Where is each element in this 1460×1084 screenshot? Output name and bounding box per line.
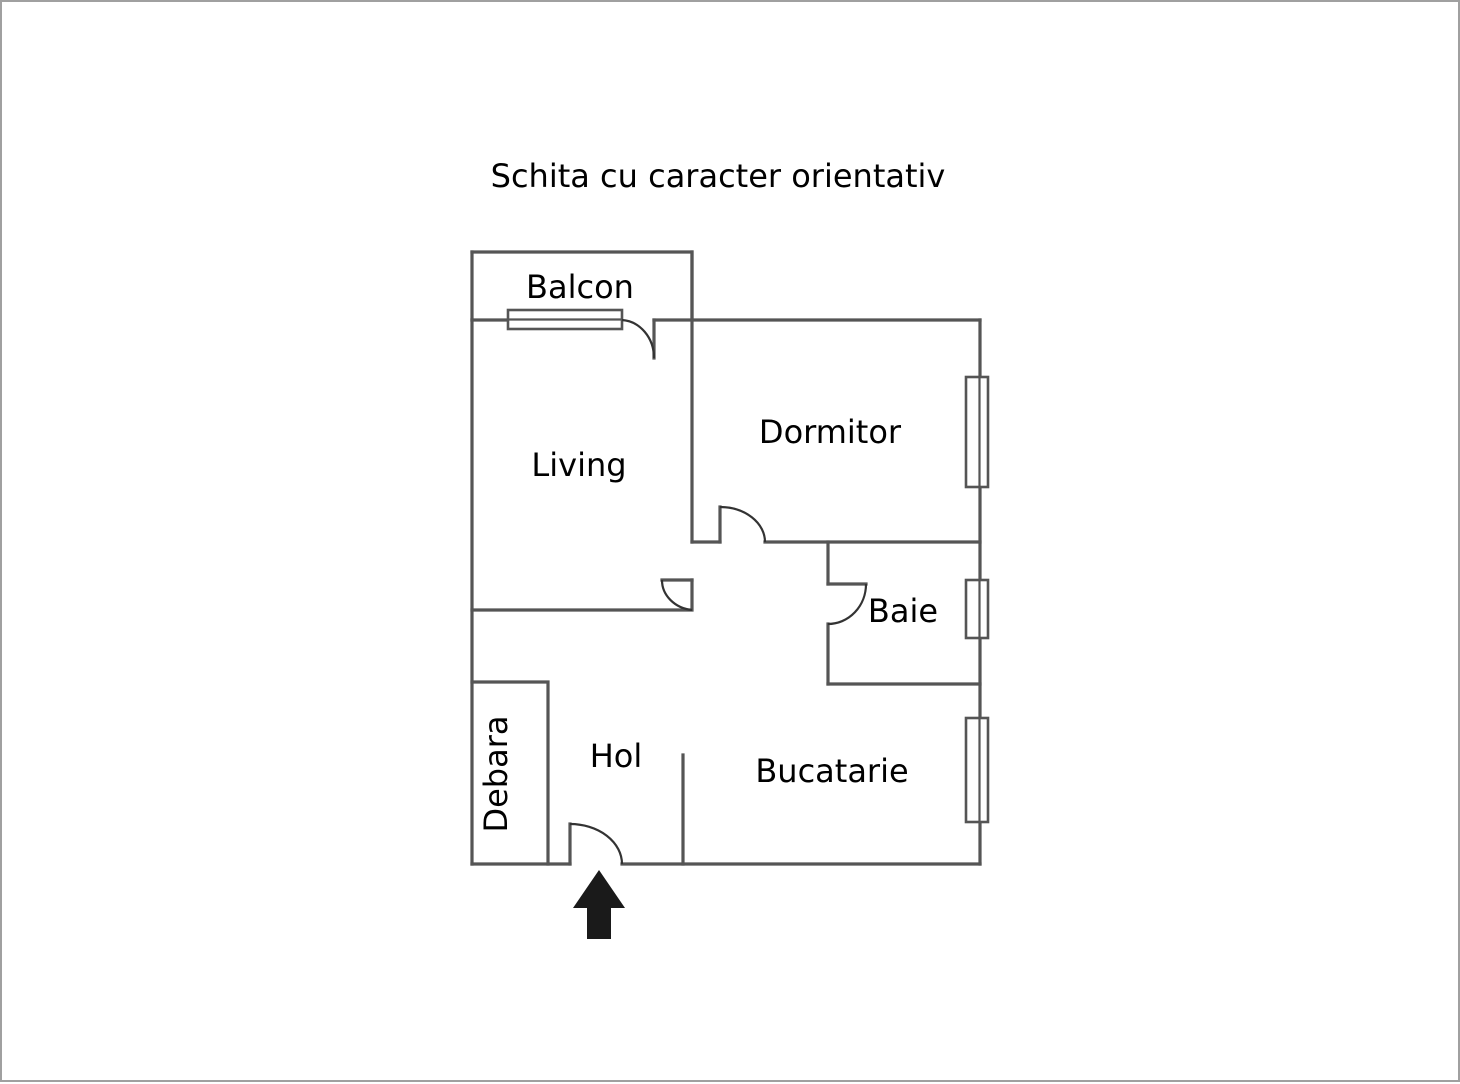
- window-baie: [964, 578, 990, 640]
- dormitor-walls: [690, 505, 982, 544]
- debara-walls: [470, 680, 550, 866]
- baie-walls: [826, 540, 982, 686]
- room-label-debara: Debara: [477, 715, 515, 832]
- entry-arrow: [573, 870, 625, 939]
- plan-title: Schita cu caracter orientativ: [491, 157, 946, 195]
- room-label-bucatarie: Bucatarie: [755, 752, 908, 790]
- door-baie: [827, 583, 868, 626]
- room-label-balcon: Balcon: [526, 268, 634, 306]
- door-living: [660, 579, 693, 612]
- room-label-hol: Hol: [590, 737, 643, 775]
- door-balcon: [621, 318, 656, 360]
- window-dormitor: [964, 375, 990, 489]
- room-label-dormitor: Dormitor: [759, 413, 902, 451]
- window-bucatarie: [964, 716, 990, 824]
- door-dormitor: [719, 505, 767, 543]
- window-balcon: [506, 308, 624, 331]
- room-label-living: Living: [531, 446, 626, 484]
- room-label-baie: Baie: [868, 592, 938, 630]
- door-entrance: [568, 822, 624, 866]
